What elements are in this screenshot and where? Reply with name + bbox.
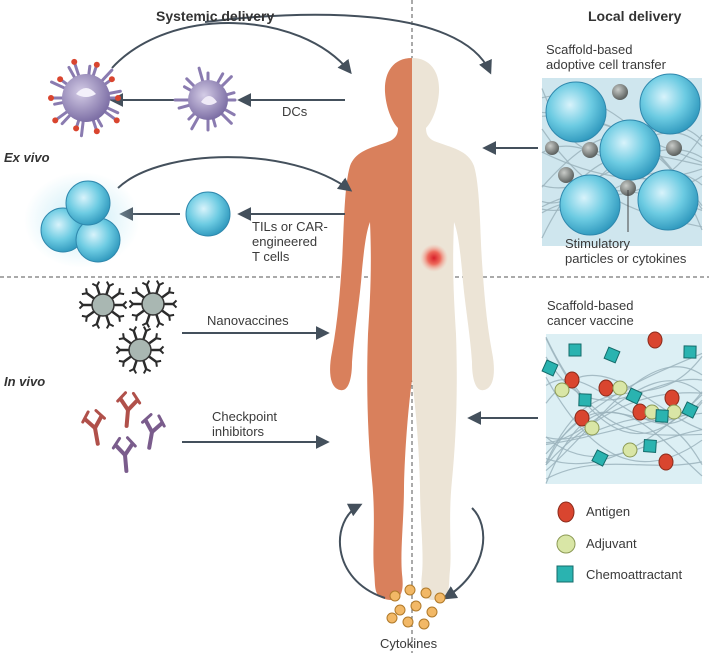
label-checkpoint-line1: Checkpoint bbox=[212, 409, 278, 424]
header-systemic-delivery: Systemic delivery bbox=[156, 8, 275, 24]
checkpoint-antibodies bbox=[81, 391, 166, 473]
label-stimulatory: Stimulatory particles or cytokines bbox=[565, 236, 686, 266]
scaffold-vaccine-box bbox=[541, 331, 703, 484]
label-tils-line1: TILs or CAR- bbox=[252, 219, 328, 234]
label-nanovaccines: Nanovaccines bbox=[207, 313, 289, 328]
label-dcs: DCs bbox=[282, 104, 308, 119]
human-body-figure bbox=[330, 58, 494, 600]
legend-adjuvant-label: Adjuvant bbox=[586, 536, 637, 551]
cytokine-right-arrow bbox=[442, 507, 485, 600]
label-stimulatory-line2: particles or cytokines bbox=[565, 251, 687, 266]
section-in-vivo: In vivo bbox=[4, 374, 46, 389]
legend-chemoattractant-label: Chemoattractant bbox=[586, 567, 683, 582]
top-crossover-arrow bbox=[204, 13, 492, 75]
label-tils-line3: T cells bbox=[252, 249, 290, 264]
label-checkpoint-line2: inhibitors bbox=[212, 424, 265, 439]
tcell-return-arrow bbox=[117, 156, 353, 192]
chemoattractant-icon bbox=[556, 565, 574, 583]
tcell bbox=[185, 191, 231, 237]
label-scaffold-act: Scaffold-based adoptive cell transfer bbox=[546, 42, 666, 72]
label-scaffold-act-line2: adoptive cell transfer bbox=[546, 57, 666, 72]
scaffold-act-box bbox=[541, 73, 703, 246]
dc-cell bbox=[173, 66, 237, 132]
section-ex-vivo: Ex vivo bbox=[4, 150, 50, 165]
label-scaffold-act-line1: Scaffold-based bbox=[546, 42, 633, 57]
legend-antigen-label: Antigen bbox=[586, 504, 631, 519]
label-scaffold-vaccine-line2: cancer vaccine bbox=[547, 313, 634, 328]
tumor-spot bbox=[420, 244, 448, 272]
nanovaccine-particles bbox=[78, 280, 178, 374]
activated-dc-cell bbox=[48, 58, 122, 138]
adjuvant-icon bbox=[556, 534, 576, 554]
label-scaffold-vaccine: Scaffold-based cancer vaccine bbox=[547, 298, 634, 328]
cytokine-left-arrow bbox=[339, 503, 386, 599]
label-tils: TILs or CAR- engineered T cells bbox=[252, 219, 328, 264]
label-scaffold-vaccine-line1: Scaffold-based bbox=[547, 298, 634, 313]
dc-return-arrow bbox=[111, 22, 352, 75]
cytokine-particles bbox=[386, 584, 446, 630]
antigen-icon bbox=[557, 501, 575, 523]
expanded-tcell-cluster bbox=[24, 172, 140, 268]
label-tils-line2: engineered bbox=[252, 234, 318, 249]
label-checkpoint: Checkpoint inhibitors bbox=[212, 409, 277, 439]
label-cytokines: Cytokines bbox=[380, 636, 438, 651]
header-local-delivery: Local delivery bbox=[588, 8, 682, 24]
label-stimulatory-line1: Stimulatory bbox=[565, 236, 631, 251]
